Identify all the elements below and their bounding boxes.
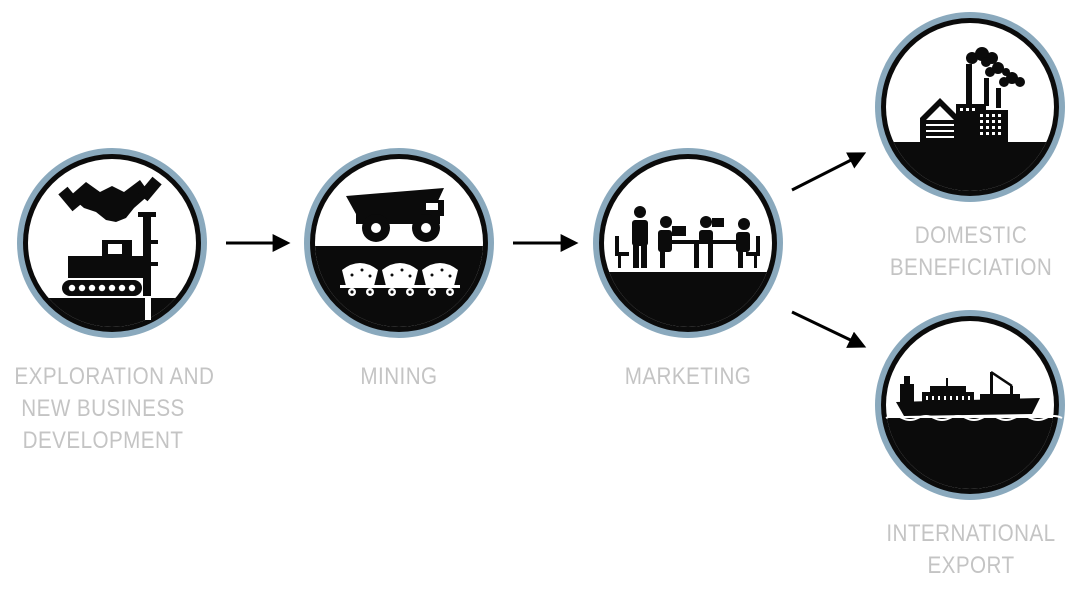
- marketing-label: MARKETING: [611, 361, 766, 393]
- export-label: INTERNATIONAL EXPORT: [886, 518, 1056, 582]
- domestic-label-line-1: DOMESTIC: [914, 222, 1028, 249]
- marketing-label-line-1: MARKETING: [624, 363, 752, 390]
- exploration-label-line-3: DEVELOPMENT: [22, 427, 184, 454]
- arrow-marketing-to-export: [791, 310, 867, 348]
- cargo-ship-icon: [885, 370, 1063, 421]
- mining-label-line-1: MINING: [360, 363, 438, 390]
- domestic-label: DOMESTIC BENEFICIATION: [886, 220, 1056, 284]
- exploration-stage-circle: [17, 148, 207, 338]
- export-label-line-1: INTERNATIONAL: [886, 520, 1056, 547]
- arrow-marketing-to-domestic: [791, 152, 867, 192]
- meeting-table-icon: [615, 206, 760, 268]
- exploration-label-line-2: NEW BUSINESS: [21, 395, 185, 422]
- mining-stage-circle: [304, 148, 494, 338]
- factory-icon: [920, 47, 1025, 142]
- handshake-drill-rig-icon: [58, 176, 162, 320]
- mining-label: MINING: [330, 361, 468, 393]
- domestic-label-line-2: BENEFICIATION: [889, 254, 1053, 281]
- haul-truck-ore-carts-icon: [340, 188, 460, 296]
- marketing-stage-circle: [593, 148, 783, 338]
- exploration-label-line-1: EXPLORATION AND: [14, 363, 215, 390]
- export-stage-circle: [875, 310, 1065, 500]
- export-label-line-2: EXPORT: [927, 552, 1015, 579]
- domestic-stage-circle: [875, 12, 1065, 202]
- exploration-label: EXPLORATION AND NEW BUSINESS DEVELOPMENT: [14, 361, 215, 457]
